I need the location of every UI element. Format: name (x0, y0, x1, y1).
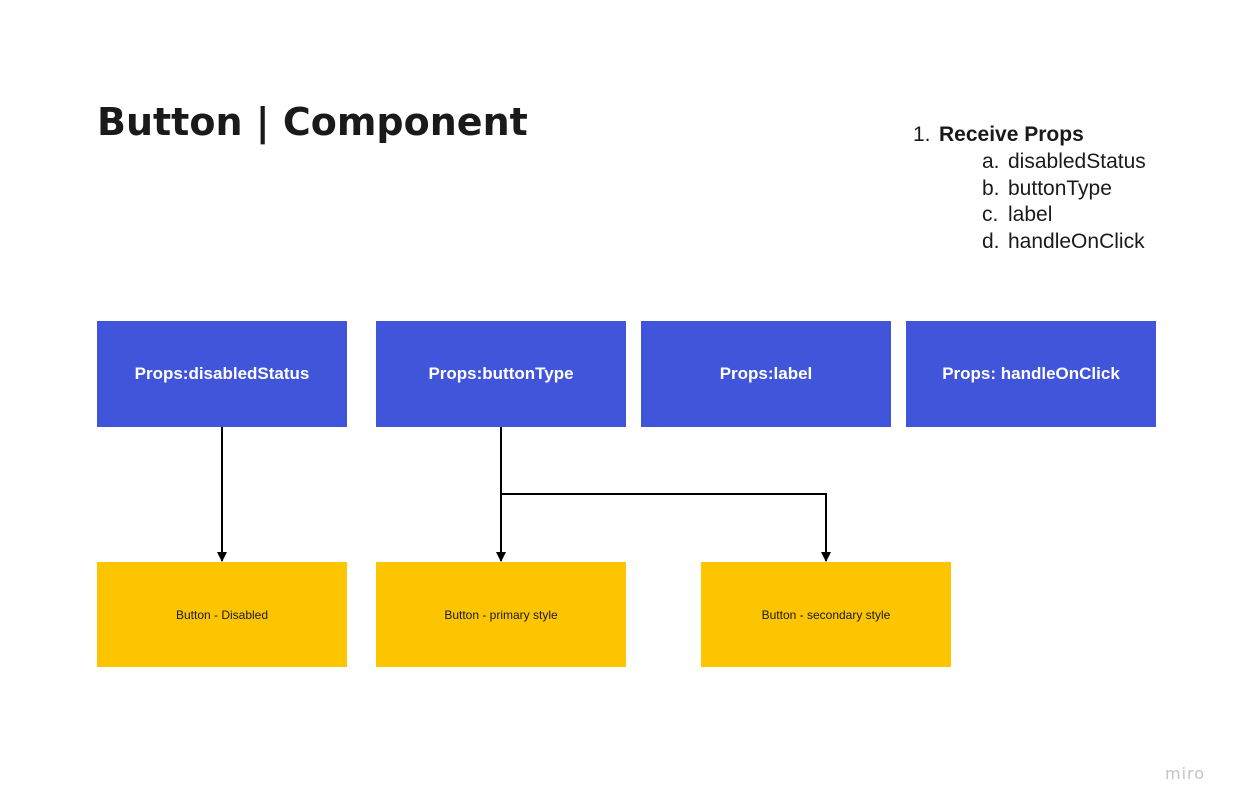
node-label: Button - secondary style (761, 607, 891, 622)
list-item-text: label (1008, 203, 1053, 226)
node-label: Props:disabledStatus (134, 364, 310, 383)
list-item-text: buttonType (1008, 176, 1112, 200)
node-props-disabled-status[interactable]: Props:disabledStatus (97, 321, 347, 427)
list-item-letter: b. (982, 176, 1000, 200)
props-notes: 1. Receive Props a. disabledStatus b. butto… (913, 121, 1146, 255)
notes-heading: 1. Receive Props (913, 121, 1146, 149)
list-item-text: handleOnClick (1008, 229, 1145, 253)
list-item: d. handleOnClick (913, 229, 1146, 256)
node-label: Props:label (719, 364, 813, 383)
notes-heading-text: Receive Props (939, 123, 1084, 146)
list-item: b. buttonType (913, 176, 1146, 203)
list-item-letter: c. (982, 203, 999, 226)
list-item: c. label (913, 202, 1146, 229)
list-item: a. disabledStatus (913, 149, 1146, 176)
node-button-secondary-style[interactable]: Button - secondary style (701, 562, 951, 667)
node-label: Button - primary style (444, 607, 558, 622)
notes-number: 1. (913, 123, 931, 146)
node-label: Props:buttonType (428, 364, 574, 383)
list-item-text: disabledStatus (1008, 150, 1146, 173)
props-sublist: a. disabledStatus b. buttonType c. label d.… (913, 149, 1146, 255)
list-item-letter: a. (982, 150, 1000, 173)
node-props-button-type[interactable]: Props:buttonType (376, 321, 626, 427)
page-title: Button | Component (97, 100, 528, 144)
node-button-disabled[interactable]: Button - Disabled (97, 562, 347, 667)
node-label: Button - Disabled (175, 607, 269, 622)
connector-button-type-to-secondary-style[interactable] (501, 493, 831, 562)
list-item-letter: d. (982, 229, 1000, 253)
node-label: Props: handleOnClick (942, 364, 1120, 383)
node-button-primary-style[interactable]: Button - primary style (376, 562, 626, 667)
node-props-handle-on-click[interactable]: Props: handleOnClick (906, 321, 1156, 427)
node-props-label[interactable]: Props:label (641, 321, 891, 427)
miro-watermark: miro (1165, 764, 1206, 783)
